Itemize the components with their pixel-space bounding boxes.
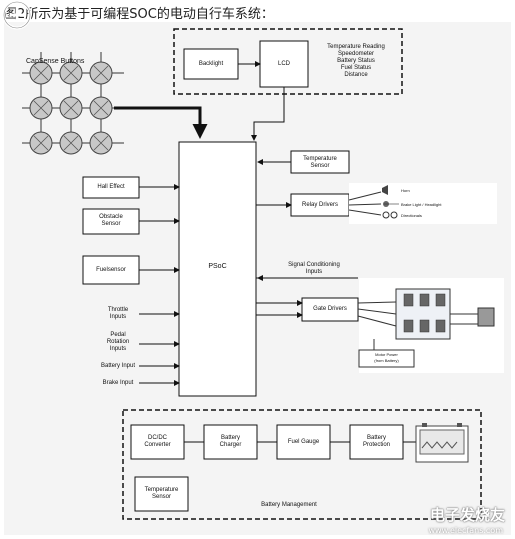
battery-protection-box — [349, 424, 404, 460]
diagram-canvas: CapSense Buttons Backlight LCD Temperatu… — [4, 22, 511, 535]
elecfans-logo-icon — [2, 0, 32, 30]
fuel-sensor-label: Fuelsensor — [96, 267, 126, 273]
watermark-text: 电子发烧友 — [429, 506, 505, 524]
obstacle-sensor-box — [82, 208, 140, 235]
fuel-sensor-box — [82, 255, 140, 285]
motor-icon — [477, 307, 495, 327]
temp-sensor-bottom-box — [134, 476, 189, 512]
caption: 图2所示为基于可编程SOC的电动自行车系统： — [4, 7, 274, 22]
horn-label: Horn — [401, 188, 410, 193]
directional-icon — [382, 211, 390, 219]
motor-power-label: Motor Power(from Battery) — [374, 352, 399, 363]
lcd-label: LCD — [277, 61, 290, 67]
hall-effect-label: Hall Effect — [97, 184, 125, 190]
capsense-label: CapSense Buttons — [26, 58, 85, 65]
battery-pack-icon — [415, 423, 469, 463]
horn-icon — [382, 185, 388, 195]
psoc-to-lcd-link — [251, 87, 285, 141]
battery-charger-box — [203, 424, 258, 460]
battery-management-label: Battery Management — [261, 502, 317, 508]
backlight-label: Backlight — [198, 61, 224, 67]
dcdc-box — [130, 424, 185, 460]
brake-light-label: Brake Light / Headlight — [401, 202, 442, 207]
lcd-box — [259, 40, 309, 88]
display-group-outline — [173, 28, 403, 95]
directionals-label: Directionals — [401, 213, 422, 218]
motor-power-box — [358, 349, 415, 368]
psoc-label: PSoC — [208, 263, 227, 270]
battery-management-outline — [122, 409, 482, 520]
fuel-gauge-label: Fuel Gauge — [287, 439, 320, 445]
gate-drivers-label: Gate Drivers — [313, 306, 347, 312]
fuel-gauge-box — [276, 424, 331, 460]
brake-input-label: Brake Input — [102, 380, 134, 386]
capsense-to-psoc-arrow — [114, 106, 208, 139]
relay-drivers-label: Relay Drivers — [301, 202, 338, 208]
battery-input-label: Battery Input — [100, 363, 136, 369]
watermark-url: www.elecfans.com — [428, 526, 504, 535]
block-diagram — [22, 28, 504, 520]
relay-outputs-area — [349, 183, 497, 224]
